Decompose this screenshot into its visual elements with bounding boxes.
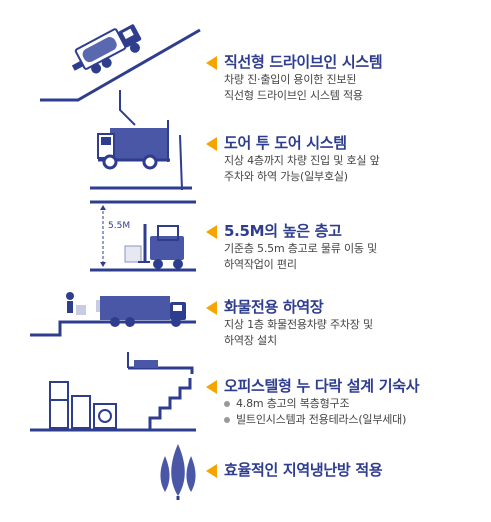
feature-title: 효율적인 지역냉난방 적용 — [224, 461, 383, 479]
feature-desc: 4.8m 층고의 복층형구조 빌트인시스템과 전용테라스(일부세대) — [224, 396, 406, 428]
drive-in-ramp-illustration — [40, 24, 201, 102]
orange-arrow-icon — [206, 225, 217, 239]
feature-desc: 차량 진·출입이 용이한 진보된 직선형 드라이브인 시스템 적용 — [224, 72, 363, 104]
orange-arrow-icon — [206, 137, 217, 151]
feature-desc-line: 지상 4층까지 차량 진입 및 호실 앞 — [224, 154, 380, 167]
feature-desc: 기준층 5.5m 층고로 물류 이동 및 하역작업이 편리 — [224, 241, 377, 273]
feature-desc-line: 직선형 드라이브인 시스템 적용 — [224, 89, 363, 102]
bullet-dot-icon — [224, 417, 230, 423]
orange-arrow-icon — [206, 380, 217, 394]
illustration: 5.5M — [30, 24, 201, 500]
loft-dormitory-illustration — [30, 352, 196, 432]
feature-bullet: 빌트인시스템과 전용테라스(일부세대) — [224, 412, 406, 428]
feature-title: 오피스텔형 누 다락 설계 기숙사 — [224, 377, 420, 395]
orange-arrow-icon — [206, 464, 217, 478]
loading-dock-illustration — [30, 292, 196, 337]
feature-bullet-text: 4.8m 층고의 복층형구조 — [236, 397, 350, 410]
feature-desc: 지상 1층 화물전용차량 주차장 및 하역장 설치 — [224, 317, 373, 349]
district-heating-flame-illustration — [160, 444, 196, 500]
bullet-dot-icon — [224, 401, 230, 407]
feature-title: 5.5M의 높은 층고 — [224, 222, 342, 240]
feature-bullet: 4.8m 층고의 복층형구조 — [224, 396, 406, 412]
feature-desc-line: 하역장 설치 — [224, 334, 277, 347]
orange-arrow-icon — [206, 56, 217, 70]
feature-desc-line: 차량 진·출입이 용이한 진보된 — [224, 73, 357, 86]
feature-bullet-text: 빌트인시스템과 전용테라스(일부세대) — [236, 413, 407, 426]
feature-desc: 지상 4층까지 차량 진입 및 호실 앞 주차와 하역 가능(일부호실) — [224, 153, 380, 185]
height-label: 5.5M — [108, 221, 130, 231]
orange-arrow-icon — [206, 301, 217, 315]
door-to-door-illustration — [90, 90, 192, 191]
feature-desc-line: 기준층 5.5m 층고로 물류 이동 및 — [224, 242, 378, 255]
feature-desc-line: 주차와 하역 가능(일부호실) — [224, 170, 348, 183]
feature-title: 화물전용 하역장 — [224, 298, 324, 316]
feature-desc-line: 지상 1층 화물전용차량 주차장 및 — [224, 318, 373, 331]
feature-desc-line: 하역작업이 편리 — [224, 258, 297, 271]
ceiling-height-illustration — [90, 200, 196, 272]
feature-title: 도어 투 도어 시스템 — [224, 134, 347, 152]
feature-title: 직선형 드라이브인 시스템 — [224, 53, 383, 71]
